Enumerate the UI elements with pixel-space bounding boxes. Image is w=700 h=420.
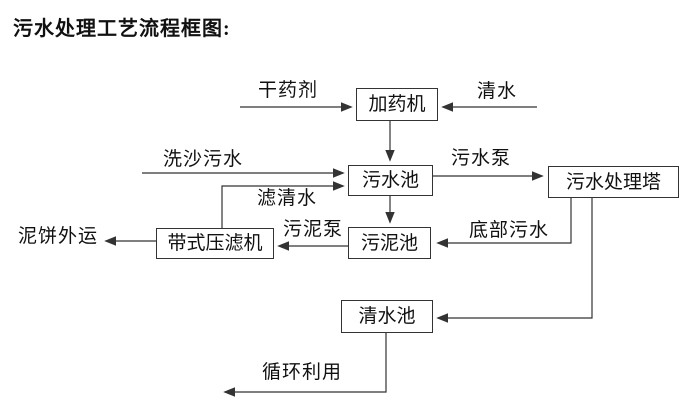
node-clean-water-pool-label: 清水池 [358, 306, 416, 327]
node-treatment-tower: 污水处理塔 [548, 166, 679, 198]
diagram-title: 污水处理工艺流程框图: [13, 18, 231, 40]
node-sludge-pool-label: 污泥池 [360, 232, 418, 254]
node-dosing-machine-label: 加药机 [368, 94, 426, 115]
label-sand-washing-sewage: 洗沙污水 [163, 149, 244, 170]
label-dry-agent: 干药剂 [258, 80, 319, 101]
arrow-tower-to-clean-water-pool [436, 198, 593, 323]
label-sewage-pump: 污水泵 [451, 148, 512, 169]
node-sludge-pool: 污泥池 [348, 227, 431, 259]
label-filtered-clean-water: 滤清水 [257, 188, 318, 209]
node-sewage-pool-label: 污水池 [361, 170, 419, 191]
node-clean-water-pool: 清水池 [341, 300, 433, 333]
arrow-bottom-sewage-to-sludge-pool [436, 198, 572, 248]
node-treatment-tower-label: 污水处理塔 [565, 171, 661, 193]
node-belt-filter-press: 带式压滤机 [156, 228, 274, 259]
label-recycle-reuse: 循环利用 [262, 362, 343, 383]
label-mud-cake-outbound: 泥饼外运 [18, 226, 99, 247]
node-dosing-machine: 加药机 [356, 88, 438, 121]
arrow-clean-water-pool-to-recycle [223, 333, 387, 397]
label-bottom-sewage: 底部污水 [469, 220, 550, 241]
node-sewage-pool: 污水池 [348, 165, 433, 196]
node-belt-filter-press-label: 带式压滤机 [167, 233, 263, 254]
label-clean-water: 清水 [477, 81, 518, 102]
arrow-filtered-water-to-sewage-pool [221, 181, 345, 228]
label-sludge-pump: 污泥泵 [283, 219, 344, 240]
